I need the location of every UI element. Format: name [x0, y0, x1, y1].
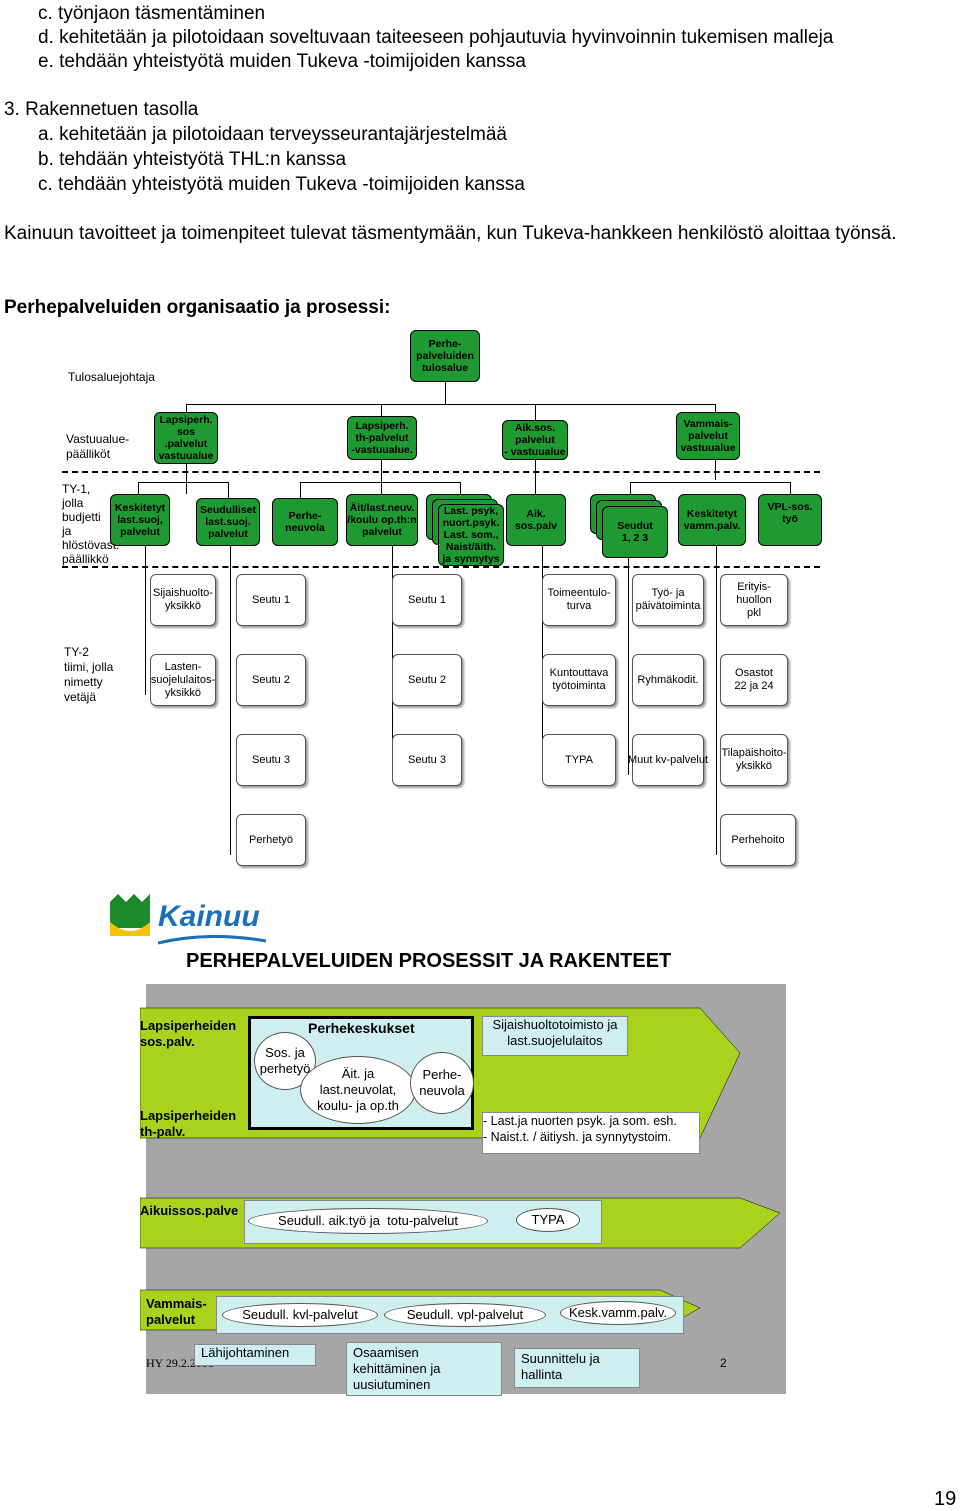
lahijohtaminen-box: Lähijohtaminen: [194, 1344, 316, 1366]
box-seutu2-b: Seutu 2: [392, 654, 462, 706]
list-item-a: a. kehitetään ja pilotoidaan terveysseur…: [38, 124, 507, 145]
label-ty1: TY-1, jolla budjetti ja hlöstövast. pääl…: [62, 482, 120, 566]
box-lapsiperh-sos: Lapsiperh. sos .palvelut vastuualue: [154, 412, 218, 464]
perhekeskukset-title: Perhekeskukset: [308, 1020, 415, 1036]
box-perhepalveluiden-tulosalue: Perhe- palveluiden tulosalue: [410, 330, 480, 382]
box-osastot: Osastot 22 ja 24: [720, 654, 788, 706]
box-vpl-sos: VPL-sos. työ: [758, 494, 822, 546]
box-seudulliset-lastsuoj: Seudulliset last.suoj. palvelut: [196, 498, 260, 546]
box-ait-last-neuv: Äit/last.neuv. /koulu op.th:n palvelut: [346, 494, 418, 546]
perheneuvola-oval: Perhe- neuvola: [410, 1052, 474, 1114]
box-keskitetyt-lastsuoj: Keskitetyt last.suoj, palvelut: [110, 494, 170, 546]
seudull-kvl-oval: Seudull. kvl-palvelut: [222, 1303, 378, 1327]
box-sijaishuoltoyksikko: Sijaishuolto- yksikkö: [150, 574, 216, 626]
crown-icon: [110, 894, 150, 936]
box-kuntouttava: Kuntouttava työtoiminta: [542, 654, 616, 706]
label-tulosaluejohtaja: Tulosaluejohtaja: [68, 370, 155, 384]
swoosh-icon: [158, 935, 267, 945]
box-erityishuollon-pkl: Erityis- huollon pkl: [720, 574, 788, 626]
box-seutu1-b: Seutu 1: [392, 574, 462, 626]
section-heading: Perhepalveluiden organisaatio ja prosess…: [4, 297, 391, 318]
box-seutu1-a: Seutu 1: [236, 574, 306, 626]
sijaishuolto-box: Sijaishuoltotoimisto ja last.suojelulait…: [482, 1016, 628, 1056]
list-item-c1: c. työnjaon täsmentäminen: [38, 3, 266, 24]
lapsiperheiden-th-label: Lapsiperheiden th-palv.: [140, 1108, 237, 1139]
box-seutu3-a: Seutu 3: [236, 734, 306, 786]
paragraph: Kainuun tavoitteet ja toimenpiteet tulev…: [4, 223, 897, 244]
label-ty2: TY-2 tiimi, jolla nimetty vetäjä: [64, 645, 114, 704]
label-vastuualuepaalliko: Vastuualue- päälliköt: [66, 432, 130, 461]
list-item-c2: c. tehdään yhteistyötä muiden Tukeva -to…: [38, 174, 525, 195]
list-item-b: b. tehdään yhteistyötä THL:n kanssa: [38, 149, 347, 170]
box-ryhmakodit: Ryhmäkodit.: [632, 654, 704, 706]
box-last-psyk: Last. psyk, nuort.psyk. Last. som., Nais…: [438, 504, 504, 566]
last-psyk-box: - Last.ja nuorten psyk. ja som. esh. - N…: [482, 1112, 700, 1154]
aikuissos-label: Aikuissos.palve: [140, 1203, 239, 1218]
lapsiperheiden-sos-label: Lapsiperheiden sos.palv.: [140, 1018, 237, 1049]
list-item-3: 3. Rakennetuen tasolla: [4, 99, 199, 120]
list-item-e: e. tehdään yhteistyötä muiden Tukeva -to…: [38, 51, 526, 72]
box-toimeentuloturva: Toimeentulo- turva: [542, 574, 616, 626]
box-aik-sos: Aik.sos. palvelut - vastuualue: [502, 420, 568, 460]
sos-perhetyo-oval: Sos. ja perhetyö: [254, 1032, 316, 1090]
box-tyo-paivatoiminta: Työ- ja päivätoiminta: [632, 574, 704, 626]
box-typa: TYPA: [542, 734, 616, 786]
seudull-aik-oval: Seudull. aik.työ ja totu-palvelut: [248, 1208, 488, 1234]
ait-last-oval: Äit. ja last.neuvolat, koulu- ja op.th: [300, 1056, 416, 1124]
box-lastensuojelulaitos: Lasten- suojelulaitos- yksikkö: [150, 654, 216, 706]
box-aik-sospalv: Aik. sos.palv: [506, 494, 566, 546]
kesk-vamm-oval: Kesk.vamm.palv.: [560, 1301, 676, 1325]
seudull-vpl-oval: Seudull. vpl-palvelut: [384, 1303, 546, 1327]
box-tilapaishoito: Tilapäishoito- yksikkö: [720, 734, 788, 786]
footer-page: 2: [720, 1356, 727, 1370]
typa-oval: TYPA: [516, 1208, 580, 1232]
box-seudut: Seudut 1, 2 3: [602, 506, 668, 558]
box-perheneuvola: Perhe- neuvola: [272, 498, 338, 546]
page-number: 19: [934, 1488, 957, 1510]
box-lapsiperh-th: Lapsiperh. th-palvelut -vastuualue.: [347, 416, 417, 460]
box-vammaispalvelut: Vammais- palvelut vastuualue: [676, 412, 740, 460]
box-keskitetyt-vamm: Keskitetyt vamm.palv.: [678, 494, 746, 546]
logo-text: Kainuu: [158, 900, 260, 933]
suunnittelu-box: Suunnittelu ja hallinta: [514, 1348, 640, 1388]
box-perhehoito: Perhehoito: [720, 814, 796, 866]
box-seutu3-b: Seutu 3: [392, 734, 462, 786]
box-perhetyo: Perhetyö: [236, 814, 306, 866]
process-title: PERHEPALVELUIDEN PROSESSIT JA RAKENTEET: [186, 950, 672, 972]
osaaminen-box: Osaamisen kehittäminen ja uusiutuminen: [346, 1342, 502, 1396]
box-muut-kv: Muut kv-palvelut: [628, 734, 708, 786]
vammaispalvelut-label: Vammais- palvelut: [146, 1296, 207, 1327]
box-seutu2-a: Seutu 2: [236, 654, 306, 706]
list-item-d: d. kehitetään ja pilotoidaan soveltuvaan…: [38, 27, 834, 48]
